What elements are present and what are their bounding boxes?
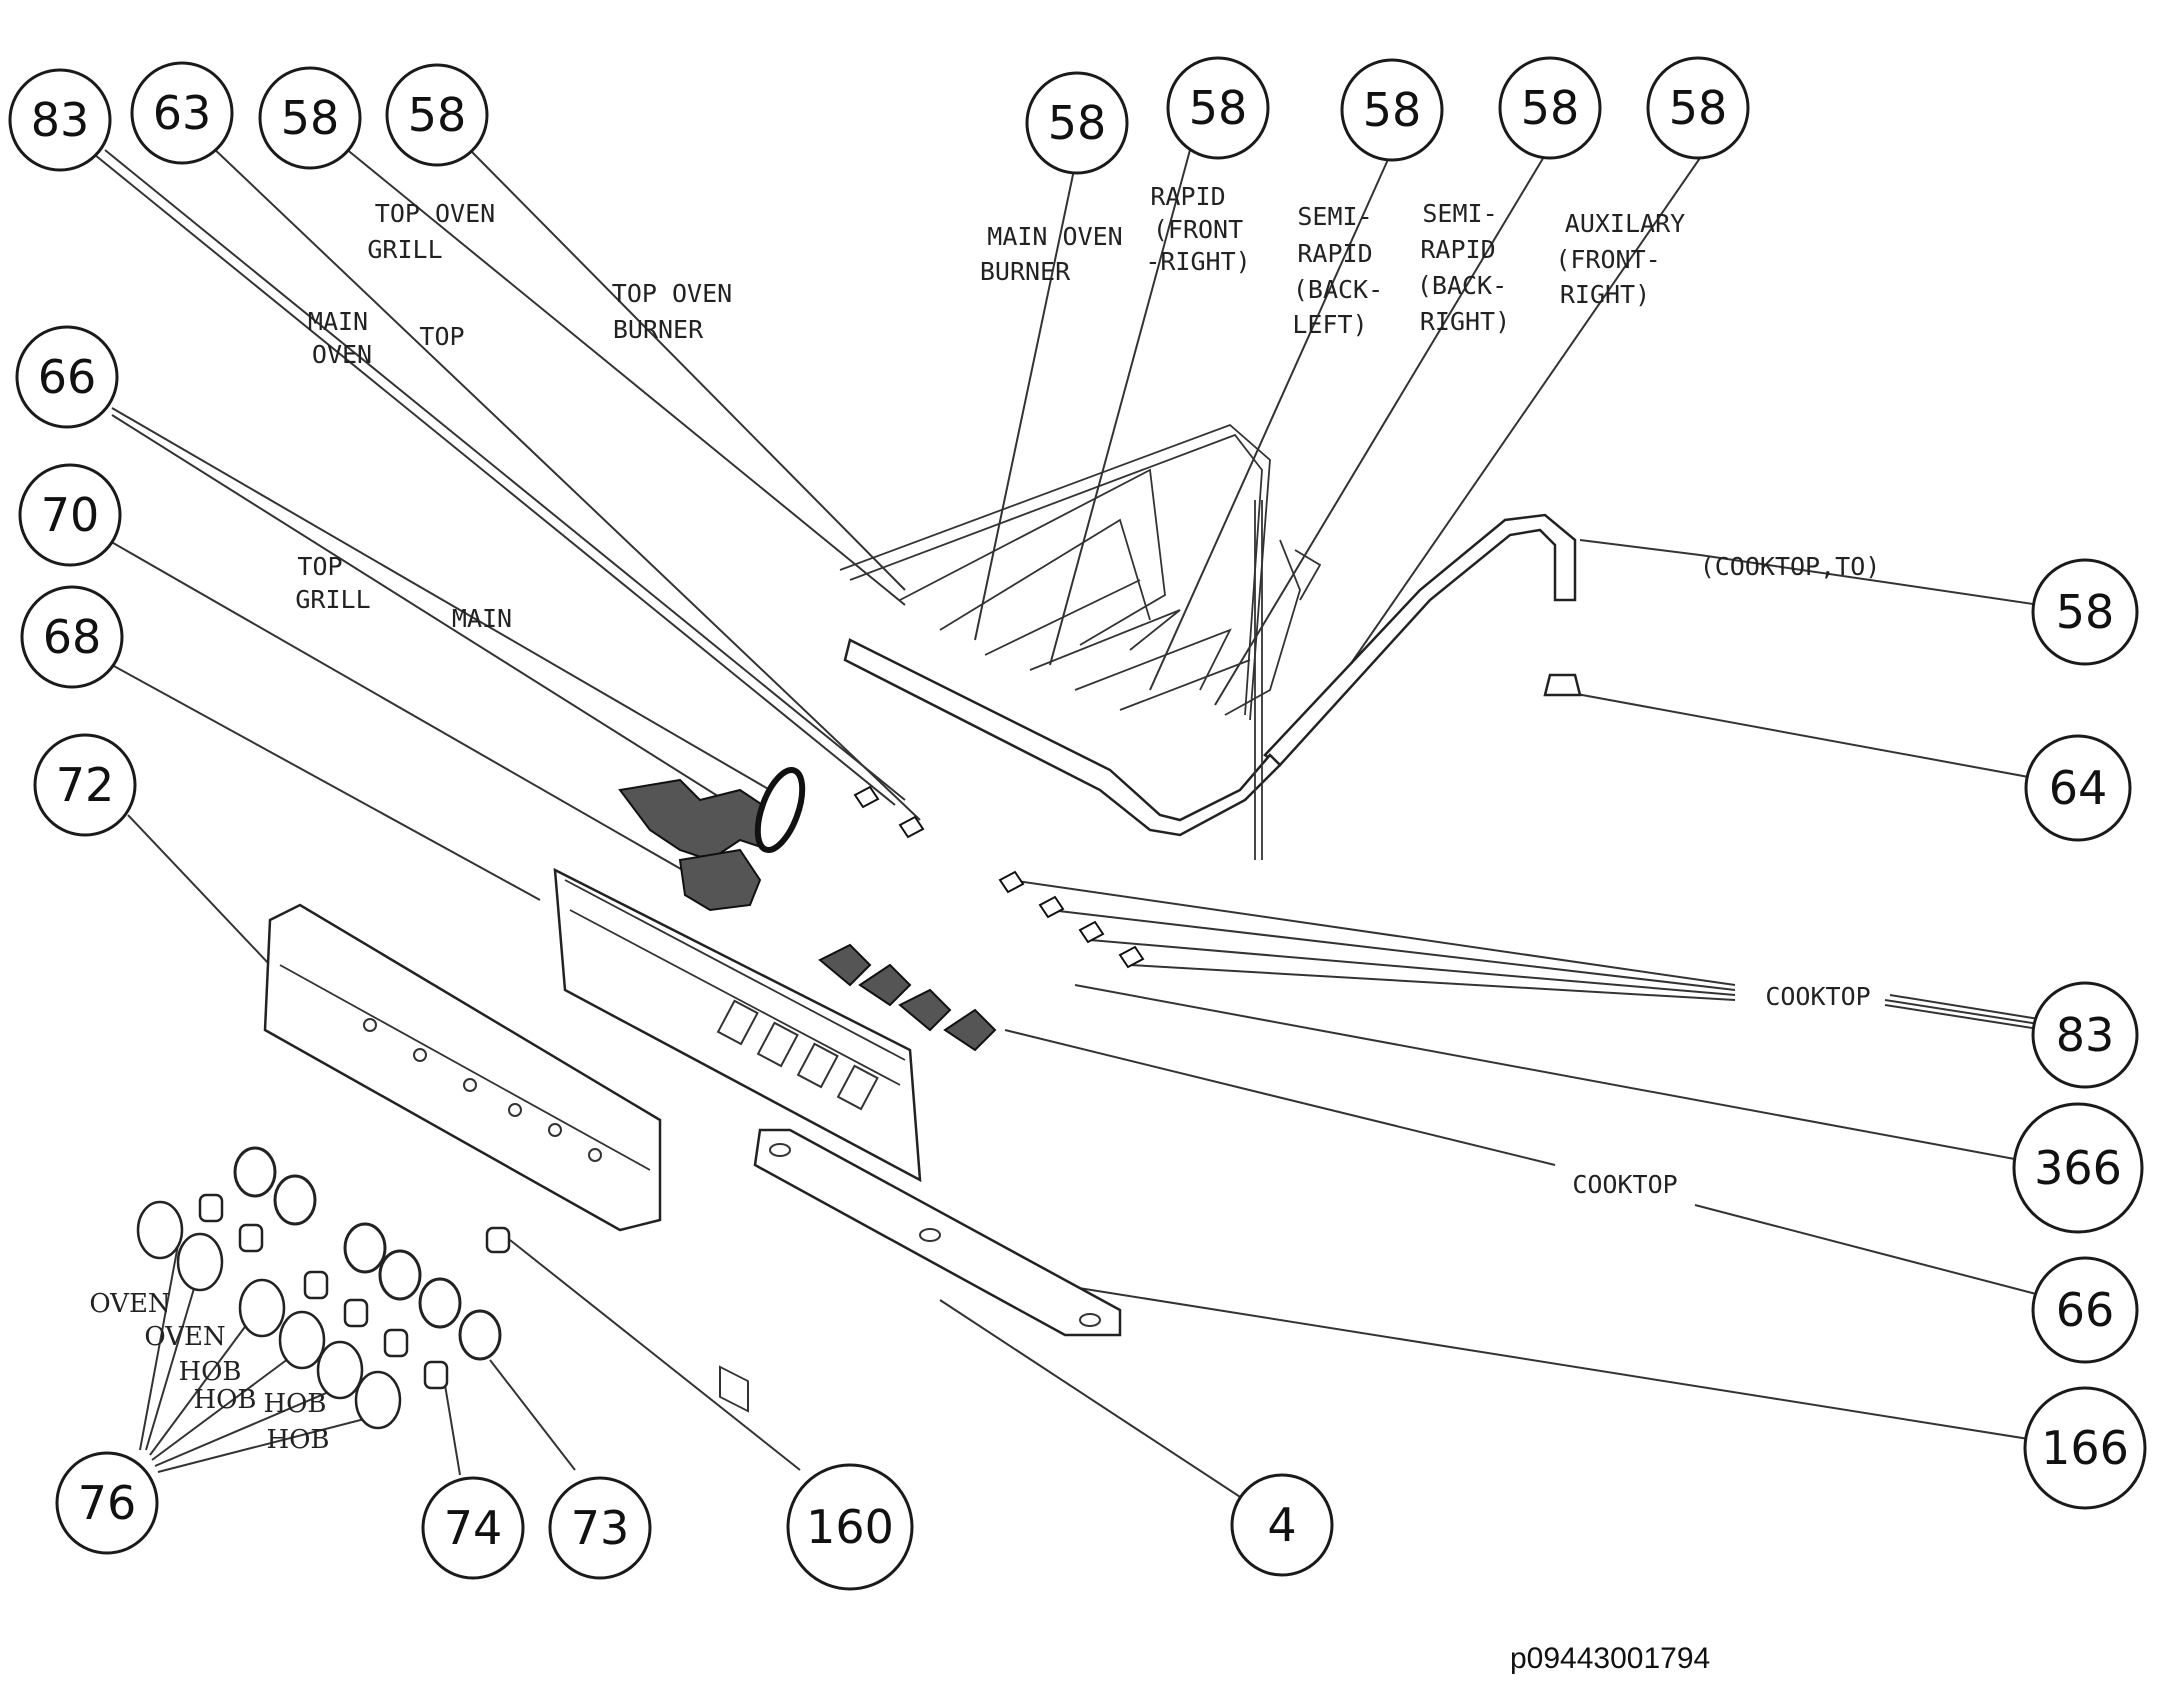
label-cooktop-upper: COOKTOP [1765, 982, 1870, 1011]
callout-160: 160 [786, 1463, 914, 1591]
label-semi-rapid-right-4: RIGHT) [1420, 307, 1510, 336]
callout-58-h: 58 [2031, 558, 2139, 666]
label-knob-oven-1: OVEN [89, 1289, 170, 1319]
callout-58-b: 58 [385, 63, 489, 167]
front-fascia-panel [263, 903, 662, 1232]
label-knob-oven-2: OVEN [144, 1322, 225, 1352]
label-main-oven-burner-1: MAIN OVEN [987, 222, 1122, 251]
label-cooktop-to: (COOKTOP,TO) [1700, 552, 1881, 581]
svg-text:74: 74 [444, 1501, 503, 1555]
control-knobs [136, 1200, 402, 1430]
label-knob-hob-2: HOB [193, 1385, 256, 1415]
callout-58-d: 58 [1166, 56, 1270, 160]
label-semi-rapid-right-2: RAPID [1420, 235, 1495, 264]
cooktop-nut [1543, 673, 1582, 697]
callout-72: 72 [33, 733, 137, 837]
svg-text:66: 66 [38, 350, 97, 404]
svg-text:160: 160 [806, 1500, 894, 1554]
svg-text:366: 366 [2034, 1141, 2122, 1195]
label-main-oven-burner-2: BURNER [980, 257, 1071, 286]
svg-text:72: 72 [56, 758, 115, 812]
callouts: 83 63 58 58 58 58 58 58 58 58 66 70 68 7… [8, 56, 2147, 1591]
callout-166: 166 [2023, 1386, 2147, 1510]
label-top-oven-burner-2: BURNER [613, 315, 704, 344]
callout-74: 74 [421, 1476, 525, 1580]
label-auxilary-3: RIGHT) [1560, 280, 1650, 309]
label-top-grill-1: TOP [297, 552, 342, 581]
callout-73: 73 [548, 1476, 652, 1580]
gas-pipework [839, 423, 1577, 860]
svg-text:64: 64 [2049, 761, 2108, 815]
label-semi-rapid-left-1: SEMI- [1297, 202, 1372, 231]
callout-83-right: 83 [2031, 981, 2139, 1089]
callout-58-f: 58 [1498, 56, 1602, 160]
svg-text:70: 70 [41, 488, 100, 542]
label-semi-rapid-left-2: RAPID [1297, 239, 1372, 268]
control-panel-bracket [553, 867, 922, 1413]
callout-58-c: 58 [1025, 71, 1129, 175]
label-knob-hob-1: HOB [178, 1357, 241, 1387]
svg-text:83: 83 [2056, 1008, 2115, 1062]
callout-58-g: 58 [1646, 56, 1750, 160]
callout-70: 70 [18, 463, 122, 567]
svg-text:73: 73 [571, 1501, 630, 1555]
callout-58-a: 58 [258, 66, 362, 170]
label-main: MAIN [452, 604, 512, 633]
label-knob-hob-4: HOB [266, 1425, 329, 1455]
callout-66-left: 66 [15, 325, 119, 429]
svg-text:63: 63 [153, 86, 212, 140]
svg-text:58: 58 [1521, 81, 1580, 135]
label-semi-rapid-right-1: SEMI- [1422, 199, 1497, 228]
label-main-oven-2: OVEN [312, 340, 372, 369]
figure-id: p09443001794 [1510, 1642, 1710, 1675]
part-labels: TOP OVEN GRILL TOP OVEN BURNER MAIN OVEN… [89, 182, 1880, 1455]
label-auxilary-1: AUXILARY [1565, 209, 1685, 238]
knob-springs [198, 1193, 511, 1390]
label-cooktop-lower: COOKTOP [1572, 1170, 1677, 1199]
svg-text:76: 76 [78, 1476, 137, 1530]
label-top: TOP [419, 322, 464, 351]
callout-63: 63 [130, 61, 234, 165]
svg-text:58: 58 [1363, 83, 1422, 137]
callout-58-e: 58 [1340, 58, 1444, 162]
label-main-oven-1: MAIN [308, 307, 368, 336]
callout-4: 4 [1230, 1473, 1334, 1577]
callout-64: 64 [2024, 734, 2132, 842]
label-auxilary-2: (FRONT- [1555, 245, 1660, 274]
svg-text:66: 66 [2056, 1283, 2115, 1337]
label-semi-rapid-left-4: LEFT) [1292, 310, 1367, 339]
callout-76: 76 [55, 1451, 159, 1555]
label-rapid-1: RAPID [1150, 182, 1225, 211]
label-top-oven-grill-2: GRILL [367, 235, 442, 264]
svg-text:58: 58 [408, 88, 467, 142]
knob-bezels [233, 1146, 502, 1361]
svg-text:58: 58 [1189, 81, 1248, 135]
gas-valves [618, 767, 1145, 1052]
svg-text:68: 68 [43, 610, 102, 664]
callout-83-top: 83 [8, 68, 112, 172]
label-semi-rapid-right-3: (BACK- [1417, 271, 1507, 300]
svg-text:166: 166 [2041, 1421, 2129, 1475]
svg-text:4: 4 [1267, 1498, 1296, 1552]
label-semi-rapid-left-3: (BACK- [1293, 275, 1383, 304]
callout-68: 68 [20, 585, 124, 689]
svg-text:58: 58 [281, 91, 340, 145]
support-rail [753, 1128, 1122, 1337]
label-rapid-3: -RIGHT) [1145, 247, 1250, 276]
label-top-oven-grill-1: TOP OVEN [375, 199, 495, 228]
svg-text:58: 58 [1048, 96, 1107, 150]
svg-text:58: 58 [1669, 81, 1728, 135]
svg-text:58: 58 [2056, 585, 2115, 639]
label-knob-hob-3: HOB [263, 1389, 326, 1419]
label-top-grill-2: GRILL [295, 585, 370, 614]
svg-text:83: 83 [31, 93, 90, 147]
callout-366: 366 [2012, 1102, 2144, 1234]
callout-66-right: 66 [2031, 1256, 2139, 1364]
label-top-oven-burner-1: TOP OVEN [612, 279, 732, 308]
leader-lines [94, 144, 2046, 1511]
label-rapid-2: (FRONT [1153, 215, 1243, 244]
